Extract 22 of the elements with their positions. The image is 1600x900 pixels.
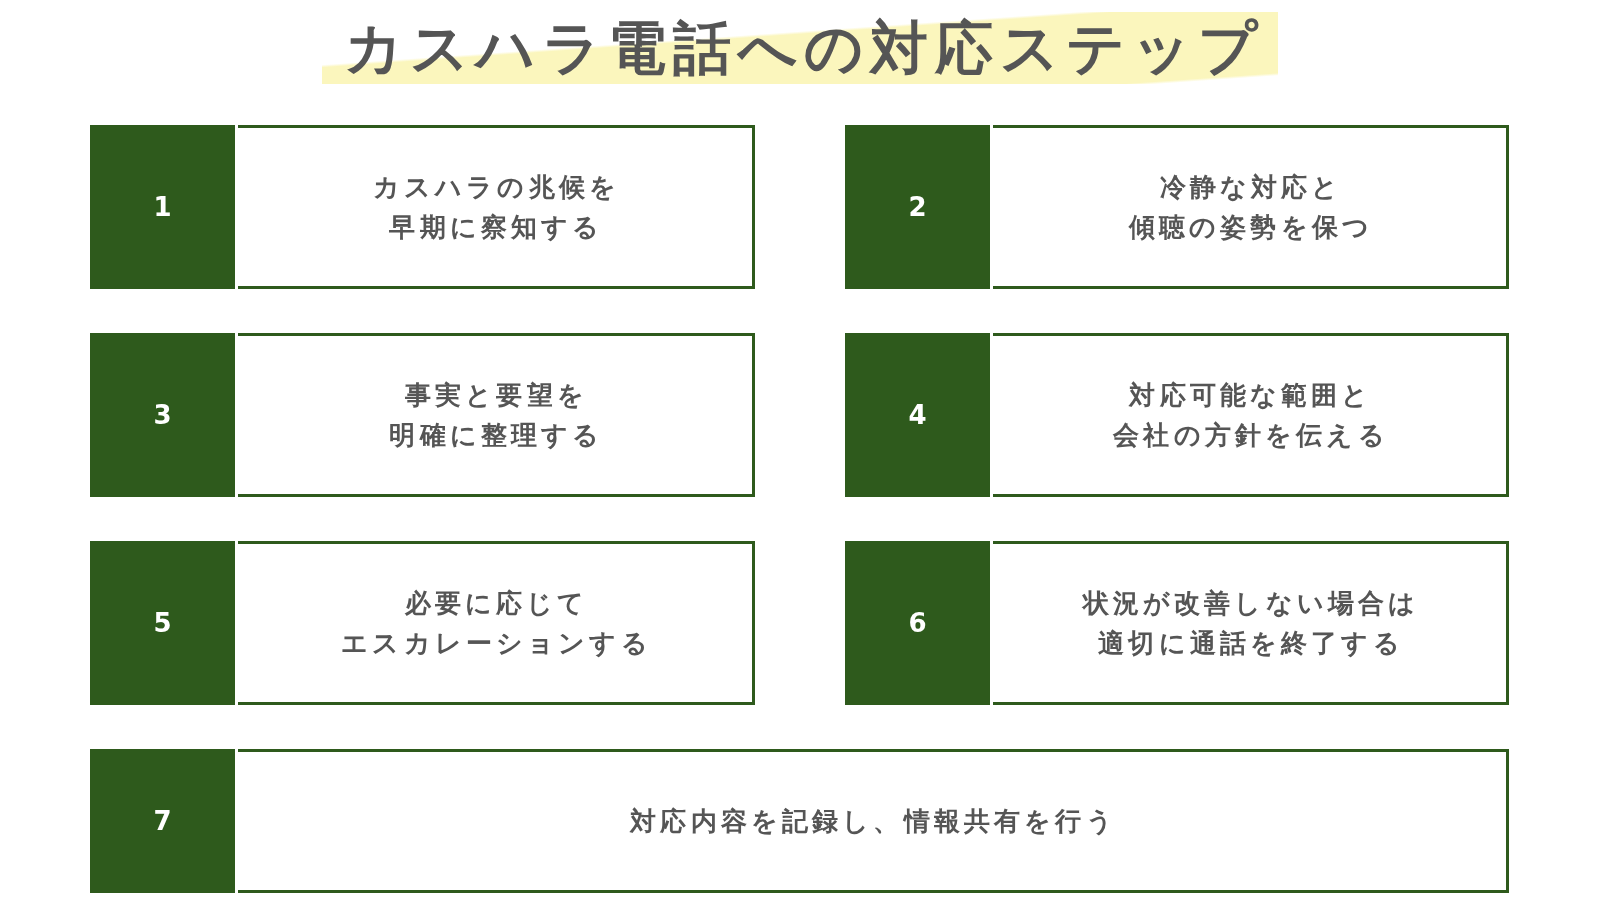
step-text: 事実と要望を明確に整理する (389, 379, 604, 452)
step-number-panel: 6 (845, 541, 993, 705)
step-text: 対応可能な範囲と会社の方針を伝える (1113, 379, 1389, 452)
step-card (845, 333, 1509, 497)
step-number-panel: 7 (90, 749, 238, 893)
step-card (90, 749, 1509, 893)
step-number-panel: 5 (90, 541, 238, 705)
step-number-panel: 1 (90, 125, 238, 289)
step-text: 必要に応じてエスカレーションする (341, 587, 652, 660)
step-card (845, 125, 1509, 289)
step-text: 冷静な対応と傾聴の姿勢を保つ (1128, 171, 1374, 244)
step-card (90, 541, 755, 705)
step-text: 状況が改善しない場合は適切に通話を終了する (1082, 587, 1420, 660)
step-text: カスハラの兆候を早期に察知する (372, 171, 621, 244)
step-card (845, 541, 1509, 705)
title: カスハラ電話への対応ステップ (322, 12, 1278, 84)
step-card (90, 125, 755, 289)
step-card (90, 333, 755, 497)
step-text: 対応内容を記録し、情報共有を行う (630, 805, 1117, 838)
step-number-panel: 4 (845, 333, 993, 497)
step-number-panel: 2 (845, 125, 993, 289)
step-number-panel: 3 (90, 333, 238, 497)
